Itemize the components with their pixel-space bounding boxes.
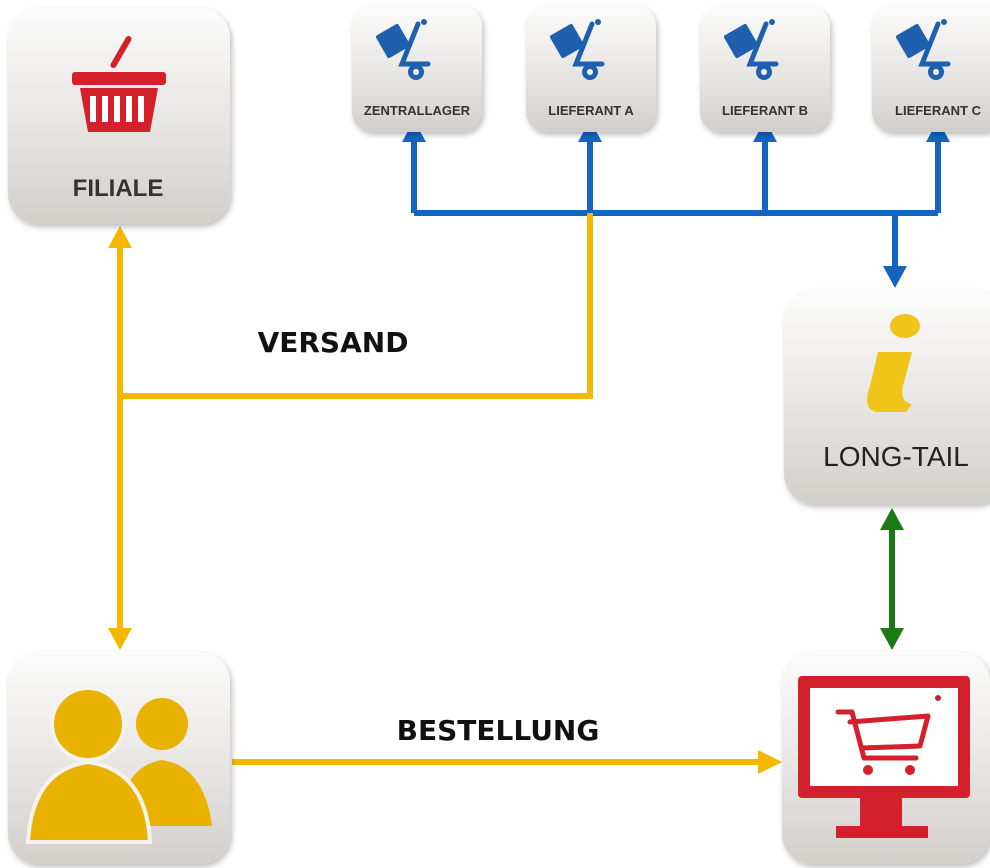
filiale-tile: FILIALE [8, 8, 230, 224]
long-tail-tile: LONG-TAIL [784, 290, 990, 504]
shipping-arrowheads [108, 226, 782, 774]
lieferant-c-label: LIEFERANT C [895, 103, 982, 118]
bestellung-label: BESTELLUNG [397, 714, 600, 747]
arrowhead-long-tail [883, 266, 907, 288]
arrowhead-onlineshop [758, 750, 782, 774]
customers-tile [8, 652, 230, 864]
info-connector [880, 508, 904, 650]
filiale-label: FILIALE [73, 175, 164, 202]
zentrallager-tile: ZENTRALLAGER [352, 6, 482, 132]
versand-label: VERSAND [258, 326, 409, 359]
zentrallager-label: ZENTRALLAGER [364, 103, 471, 118]
lieferant-a-tile: LIEFERANT A [526, 6, 656, 132]
long-tail-label: LONG-TAIL [823, 441, 969, 472]
lieferant-a-label: LIEFERANT A [548, 103, 634, 118]
hand-truck-icon [375, 19, 431, 80]
hand-truck-icon [895, 19, 951, 80]
supply-arrowheads [402, 120, 950, 288]
arrowhead-up-long-tail [880, 508, 904, 530]
hand-truck-icon [723, 19, 779, 80]
arrowhead-down-onlineshop [880, 628, 904, 650]
shipping-connectors [117, 213, 758, 765]
shopping-basket-icon [72, 36, 166, 132]
info-icon [867, 314, 920, 412]
onlineshop-tile [782, 652, 990, 864]
versand-branch-line [120, 213, 593, 399]
lieferant-b-tile: LIEFERANT B [700, 6, 830, 132]
arrowhead-kunden [108, 628, 132, 650]
monitor-cart-icon [798, 676, 970, 838]
supply-connectors [411, 142, 941, 268]
hand-truck-icon [549, 19, 605, 80]
arrowhead-filiale [108, 226, 132, 248]
lieferant-b-label: LIEFERANT B [722, 103, 808, 118]
customers-icon [25, 686, 212, 844]
lieferant-c-tile: LIEFERANT C [872, 6, 990, 132]
